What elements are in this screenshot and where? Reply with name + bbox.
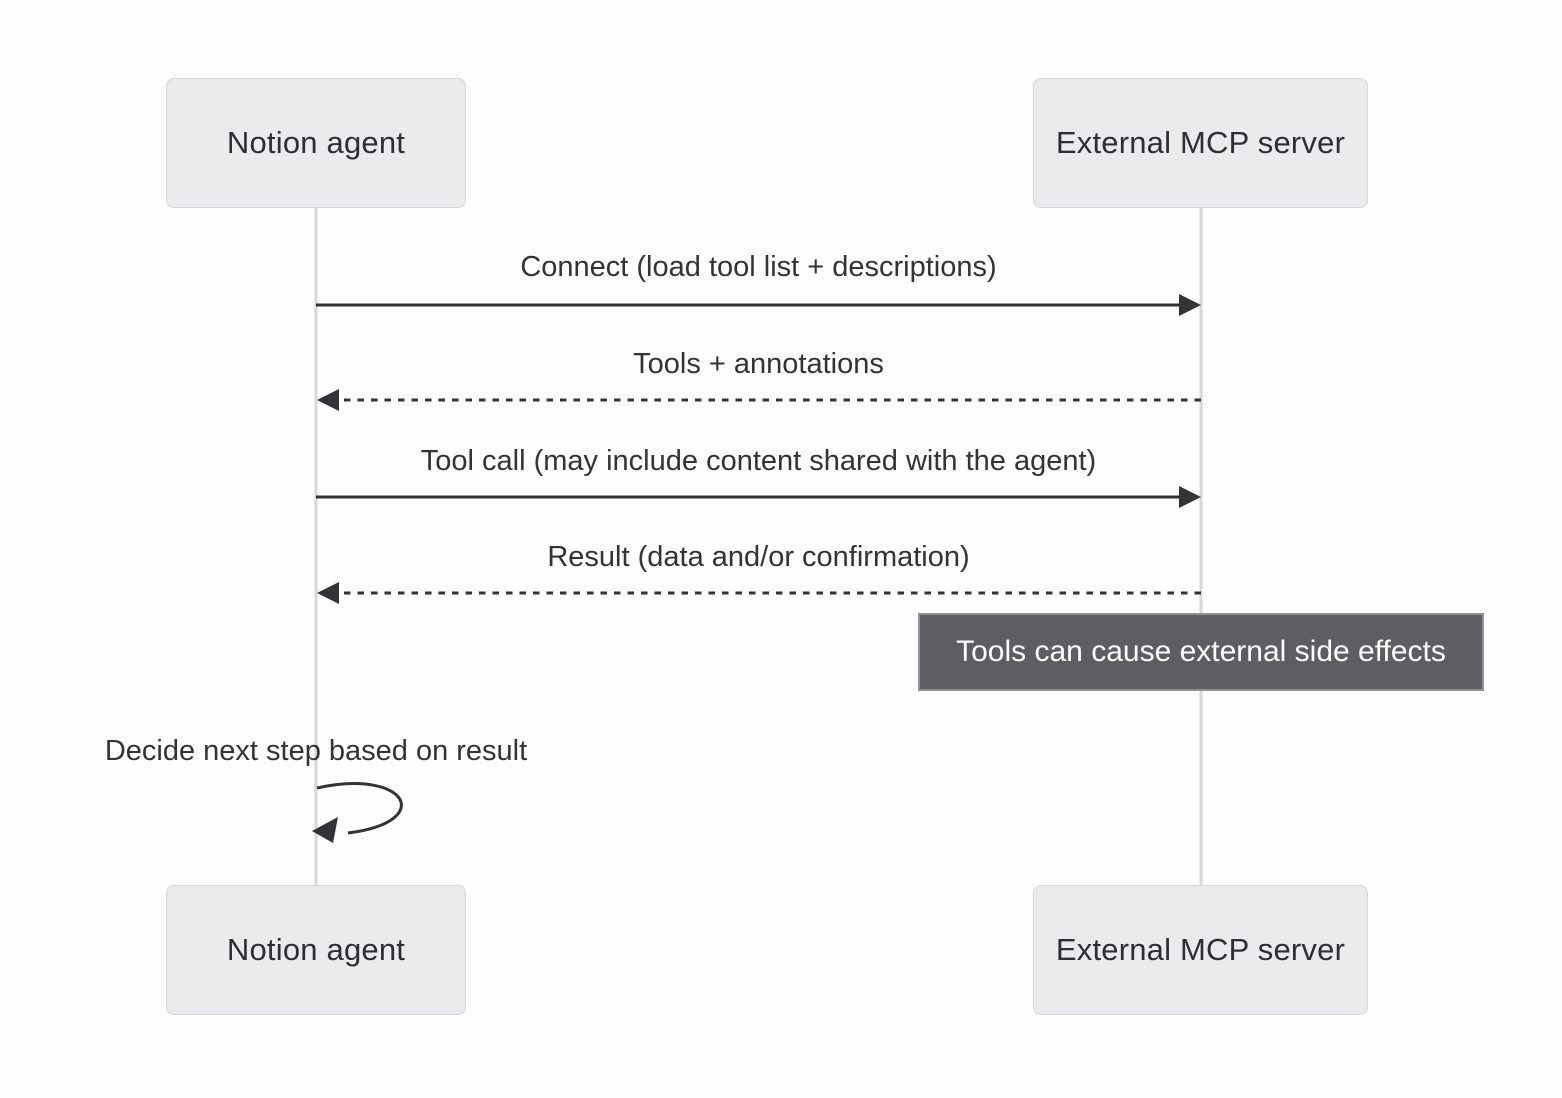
arrowhead-right-icon <box>1179 294 1201 316</box>
arrowhead-right-icon <box>1179 486 1201 508</box>
arrowhead-left-icon <box>317 582 339 604</box>
message-label-result: Result (data and/or confirmation) <box>547 541 970 573</box>
message-label-decide-next-step: Decide next step based on result <box>104 735 528 767</box>
actor-label: External MCP server <box>1055 125 1346 160</box>
actor-box-notion-agent-bottom: Notion agent <box>166 885 466 1015</box>
actor-box-external-mcp-server-bottom: External MCP server <box>1033 885 1368 1015</box>
self-loop-arrow <box>316 782 403 835</box>
note-label: Tools can cause external side effects <box>956 635 1446 668</box>
actor-label: External MCP server <box>1055 932 1346 967</box>
message-label-connect: Connect (load tool list + descriptions) <box>520 251 997 283</box>
arrowhead-left-icon <box>317 389 339 411</box>
message-label-tools-annotations: Tools + annotations <box>633 348 884 380</box>
message-label-tool-call: Tool call (may include content shared wi… <box>420 445 1097 477</box>
note-box: Tools can cause external side effects <box>918 613 1484 691</box>
arrowhead-left-icon <box>312 817 338 843</box>
actor-label: Notion agent <box>226 932 406 967</box>
actor-box-notion-agent-top: Notion agent <box>166 78 466 208</box>
actor-box-external-mcp-server-top: External MCP server <box>1033 78 1368 208</box>
actor-label: Notion agent <box>226 125 406 160</box>
